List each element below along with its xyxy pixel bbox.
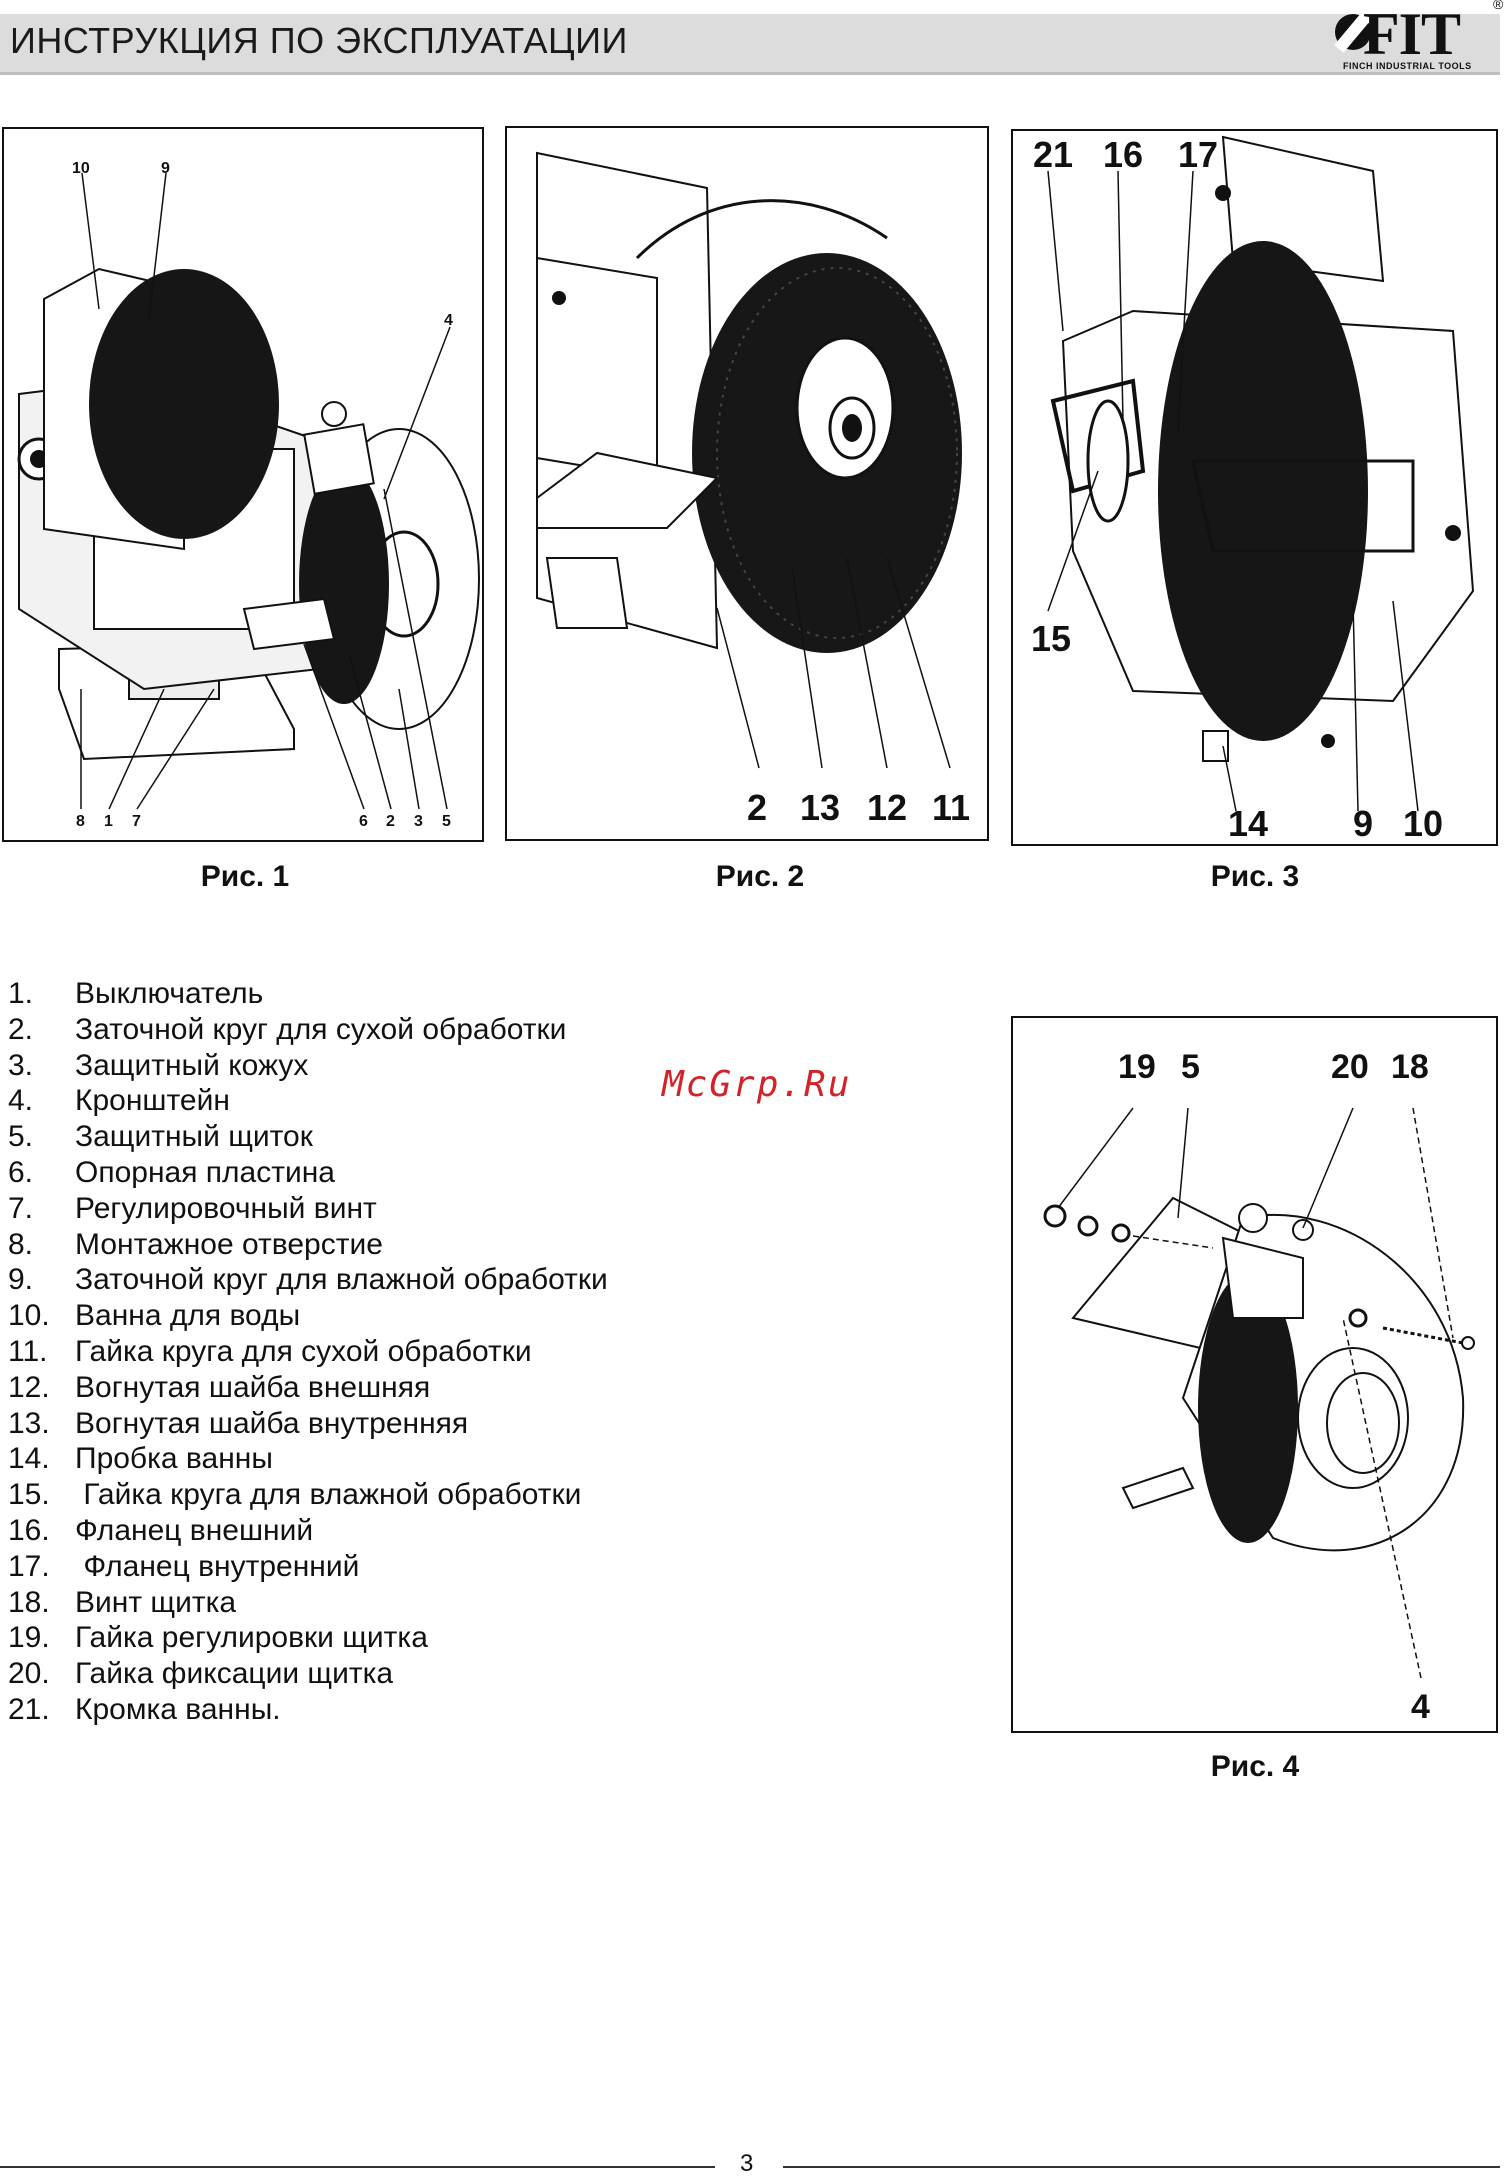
list-item: 20.Гайка фиксации щитка: [8, 1657, 394, 1691]
footer-rule-left: [0, 2166, 715, 2168]
list-item: 21.Кромка ванны.: [8, 1692, 281, 1726]
fig3-label-16: 16: [1103, 134, 1143, 175]
list-item: 18.Винт щитка: [8, 1585, 237, 1619]
list-item: 4.Кронштейн: [8, 1084, 230, 1118]
list-item: 19.Гайка регулировки щитка: [8, 1621, 428, 1655]
fig4-label-19: 19: [1118, 1048, 1156, 1086]
fig1-label-7: 7: [132, 813, 141, 830]
list-item: 3.Защитный кожух: [8, 1048, 309, 1082]
figure-1-drawing: 10 9 4 8 1 7 6 2 3 5: [17, 160, 480, 830]
figure-1: 10 9 4 8 1 7 6 2 3 5: [2, 127, 484, 842]
figure-2-drawing: 2 13 12 11: [536, 151, 970, 828]
list-item: 9.Заточной круг для влажной обработки: [8, 1263, 608, 1297]
logo-subtitle: FINCH INDUSTRIAL TOOLS: [1343, 61, 1472, 71]
fig2-label-12: 12: [867, 787, 907, 828]
fig1-label-6: 6: [359, 813, 368, 830]
parts-list: 1.Выключатель 2.Заточной круг для сухой …: [8, 976, 608, 1728]
list-item: 8.Монтажное отверстие: [8, 1227, 383, 1261]
figure-2-caption: Рис. 2: [715, 860, 805, 893]
list-item: 2.Заточной круг для сухой обработки: [8, 1012, 567, 1046]
fig2-label-11: 11: [932, 787, 970, 828]
fig1-label-9: 9: [161, 160, 170, 177]
list-item: 12.Вогнутая шайба внешняя: [8, 1370, 431, 1404]
list-item: 15. Гайка круга для влажной обработки: [8, 1478, 582, 1512]
list-item: 16.Фланец внешний: [8, 1513, 314, 1547]
fig4-label-18: 18: [1391, 1048, 1429, 1086]
page-number: 3: [740, 2150, 754, 2177]
watermark: McGrp.Ru: [662, 1064, 852, 1105]
fig1-label-8: 8: [76, 813, 85, 830]
list-item: 1.Выключатель: [8, 977, 264, 1010]
list-item: 5.Защитный щиток: [8, 1120, 313, 1154]
header-bar: ИНСТРУКЦИЯ ПО ЭКСПЛУАТАЦИИ: [0, 14, 1500, 75]
list-item: 11.Гайка круга для сухой обработки: [8, 1334, 532, 1368]
fig3-label-14: 14: [1228, 803, 1268, 844]
list-item: 7.Регулировочный винт: [8, 1191, 377, 1225]
fig2-label-13: 13: [800, 787, 840, 828]
fit-logo: FIT FINCH INDUSTRIAL TOOLS ®: [1333, 0, 1505, 74]
figure-4-drawing: 19 5 20 18 4: [1043, 1048, 1475, 1726]
fig1-label-5: 5: [442, 813, 451, 830]
list-item: 13.Вогнутая шайба внутренняя: [8, 1406, 469, 1440]
fig1-label-1: 1: [104, 813, 113, 830]
list-item: 6.Опорная пластина: [8, 1155, 335, 1189]
figure-4: 19 5 20 18 4: [1011, 1016, 1498, 1733]
logo-text: FIT: [1363, 1, 1461, 67]
logo-registered-mark: ®: [1493, 0, 1504, 12]
fig3-label-21: 21: [1033, 134, 1073, 175]
fig3-label-10: 10: [1403, 803, 1443, 844]
page-title: ИНСТРУКЦИЯ ПО ЭКСПЛУАТАЦИИ: [10, 20, 628, 61]
figure-1-caption: Рис. 1: [200, 860, 290, 893]
footer-rule-right: [783, 2166, 1500, 2168]
fig1-label-4: 4: [444, 312, 453, 329]
figure-3: 21 16 17 15 14 9 10: [1011, 129, 1498, 846]
figure-4-caption: Рис. 4: [1210, 1750, 1300, 1783]
logo-wheel-icon: [1334, 11, 1372, 53]
fig2-label-2: 2: [747, 787, 767, 828]
list-item: 10.Ванна для воды: [8, 1299, 301, 1333]
list-item: 14.Пробка ванны: [8, 1442, 273, 1476]
fig4-label-4: 4: [1411, 1688, 1430, 1726]
fig3-label-9: 9: [1353, 803, 1373, 844]
fig4-label-5: 5: [1181, 1048, 1200, 1086]
fig4-label-20: 20: [1331, 1048, 1369, 1086]
fig3-label-15: 15: [1031, 618, 1071, 659]
fig3-label-17: 17: [1178, 134, 1218, 175]
fig1-label-2: 2: [386, 813, 395, 830]
fig1-label-10: 10: [72, 160, 90, 177]
list-item: 17. Фланец внутренний: [8, 1549, 360, 1583]
fig1-label-3: 3: [414, 813, 423, 830]
figure-3-drawing: 21 16 17 15 14 9 10: [1031, 134, 1475, 844]
figure-3-caption: Рис. 3: [1210, 860, 1300, 893]
figure-2: 2 13 12 11: [505, 126, 989, 841]
